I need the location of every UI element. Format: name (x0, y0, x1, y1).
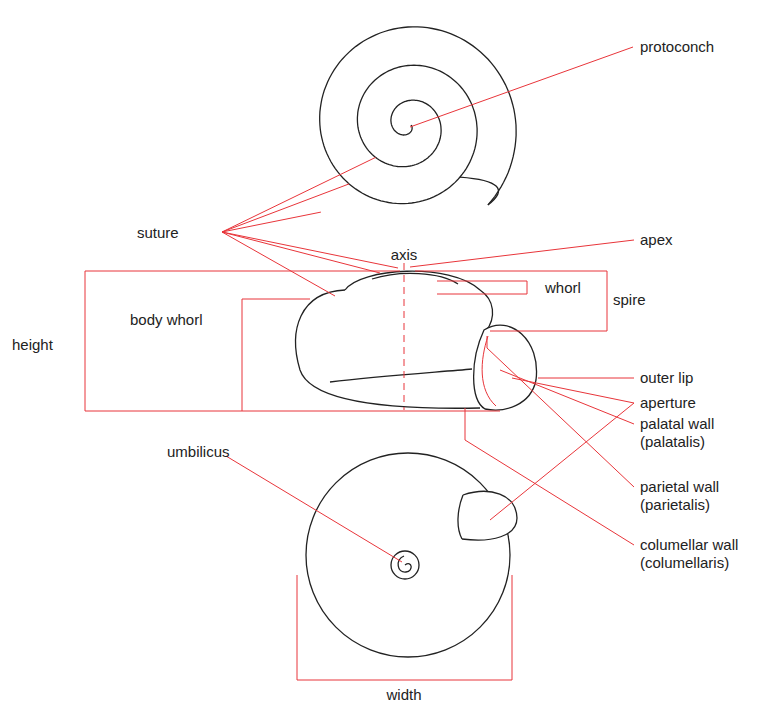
leader-line (222, 184, 349, 232)
part-label: spire (613, 291, 646, 309)
leader-line (226, 456, 402, 562)
bottom-view-shell (306, 453, 517, 657)
leader-line (222, 157, 376, 232)
body-whorl-outline (480, 290, 493, 331)
umbilicus-opening (391, 551, 419, 579)
aperture-lobe (458, 495, 463, 539)
part-label: parietal wall (parietalis) (640, 478, 760, 514)
leader-line (487, 336, 634, 487)
side-view-shell (296, 271, 537, 410)
leader-line (490, 378, 634, 520)
part-label: palatal wall (palatalis) (640, 415, 760, 451)
part-label: columellar wall (columellaris) (640, 536, 760, 572)
aperture-lobe (462, 491, 517, 540)
aperture-outline (474, 325, 537, 410)
part-label: protoconch (640, 38, 714, 56)
whorl-line (330, 369, 472, 382)
leader-line (410, 240, 634, 267)
part-label: width (386, 686, 421, 704)
umbilicus-spiral (398, 556, 411, 572)
leader-line (410, 47, 633, 127)
part-label: body whorl (130, 311, 203, 329)
part-label: umbilicus (167, 443, 230, 461)
leader-line (465, 408, 634, 545)
axis-line (404, 263, 405, 410)
body-whorl-outline (296, 290, 480, 408)
height-bracket (85, 271, 500, 411)
spire-bracket (415, 271, 607, 331)
part-label: whorl (545, 279, 581, 297)
width-bracket (297, 575, 512, 680)
apex-whorl (372, 273, 458, 284)
part-label: outer lip (640, 369, 693, 387)
leader-line (500, 370, 634, 424)
palatal-wall-line (482, 336, 496, 406)
shell-base (306, 453, 510, 657)
aperture-edge (460, 177, 498, 205)
part-label: aperture (640, 394, 696, 412)
whorl-bracket (437, 281, 527, 294)
part-label: suture (137, 224, 179, 242)
top-view-shell (320, 27, 516, 205)
part-label: axis (391, 246, 418, 264)
leader-line (222, 232, 398, 296)
part-label: apex (640, 231, 673, 249)
leader-line (222, 212, 321, 232)
part-label: height (12, 336, 53, 354)
leader-lines (85, 47, 634, 680)
suture-leaders (222, 157, 376, 232)
spiral-whorls (320, 27, 516, 205)
body-whorl-bracket (242, 299, 310, 411)
leader-line (538, 378, 634, 379)
